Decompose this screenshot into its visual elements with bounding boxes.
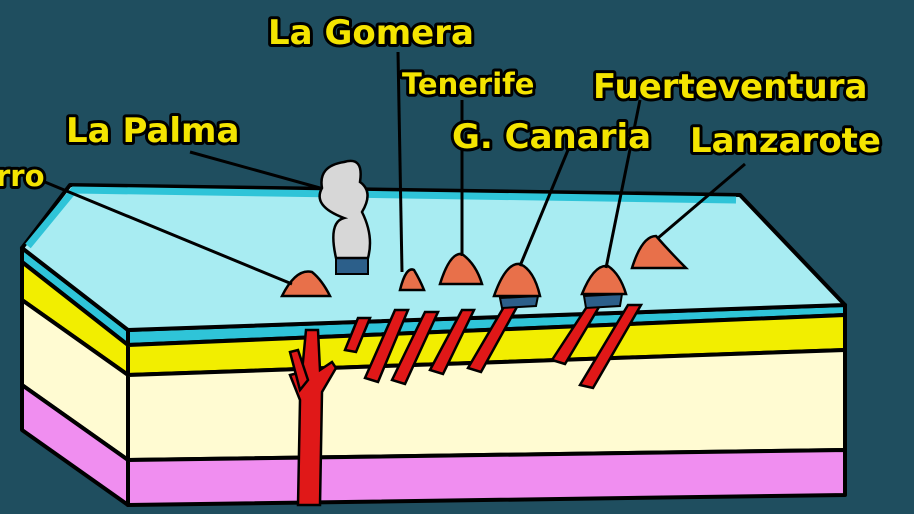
gomera-seamount-base [335,257,369,275]
label-la-gomera: La Gomera [268,13,474,53]
magma-dyke-tenerife-1 [390,310,440,386]
magma-dykes [288,300,644,507]
label-gran-canaria: G. Canaria [452,117,651,157]
magma-dyke-gomera [363,308,410,384]
side-mantle-layer [126,448,847,507]
leader-la-gomera [396,51,404,273]
label-tenerife: Tenerife [402,67,534,101]
ocean-surface-rim [25,186,737,249]
magma-dyke-fuerteventura-2 [578,303,644,390]
label-fuerteventura: Fuerteventura [593,67,867,107]
labels: rro La Palma La Gomera Tenerife Fuerteve… [0,10,884,196]
label-lanzarote: Lanzarote [690,121,881,161]
island-gran-canaria-base [498,294,540,310]
magma-dyke-tenerife-2 [428,308,476,376]
leader-lanzarote [657,162,746,240]
leader-la-palma [189,150,321,190]
magma-branch-left [288,348,310,393]
islands [279,159,690,310]
leader-lines [39,51,746,286]
island-lanzarote [630,234,690,270]
label-la-palma: La Palma [66,111,239,151]
island-fuerteventura-base [582,292,624,310]
leader-fuerteventura [604,99,642,269]
island-fuerteventura [580,264,628,296]
ocean-surface [20,183,847,332]
magma-branch-1 [343,316,372,354]
leader-el-hierro [39,178,293,286]
island-la-palma [279,270,333,298]
label-el-hierro-partial: rro [0,159,45,193]
leader-gran-canaria [518,149,570,267]
volcanic-plume-gomera [318,159,372,260]
island-hierro-small [398,268,426,292]
